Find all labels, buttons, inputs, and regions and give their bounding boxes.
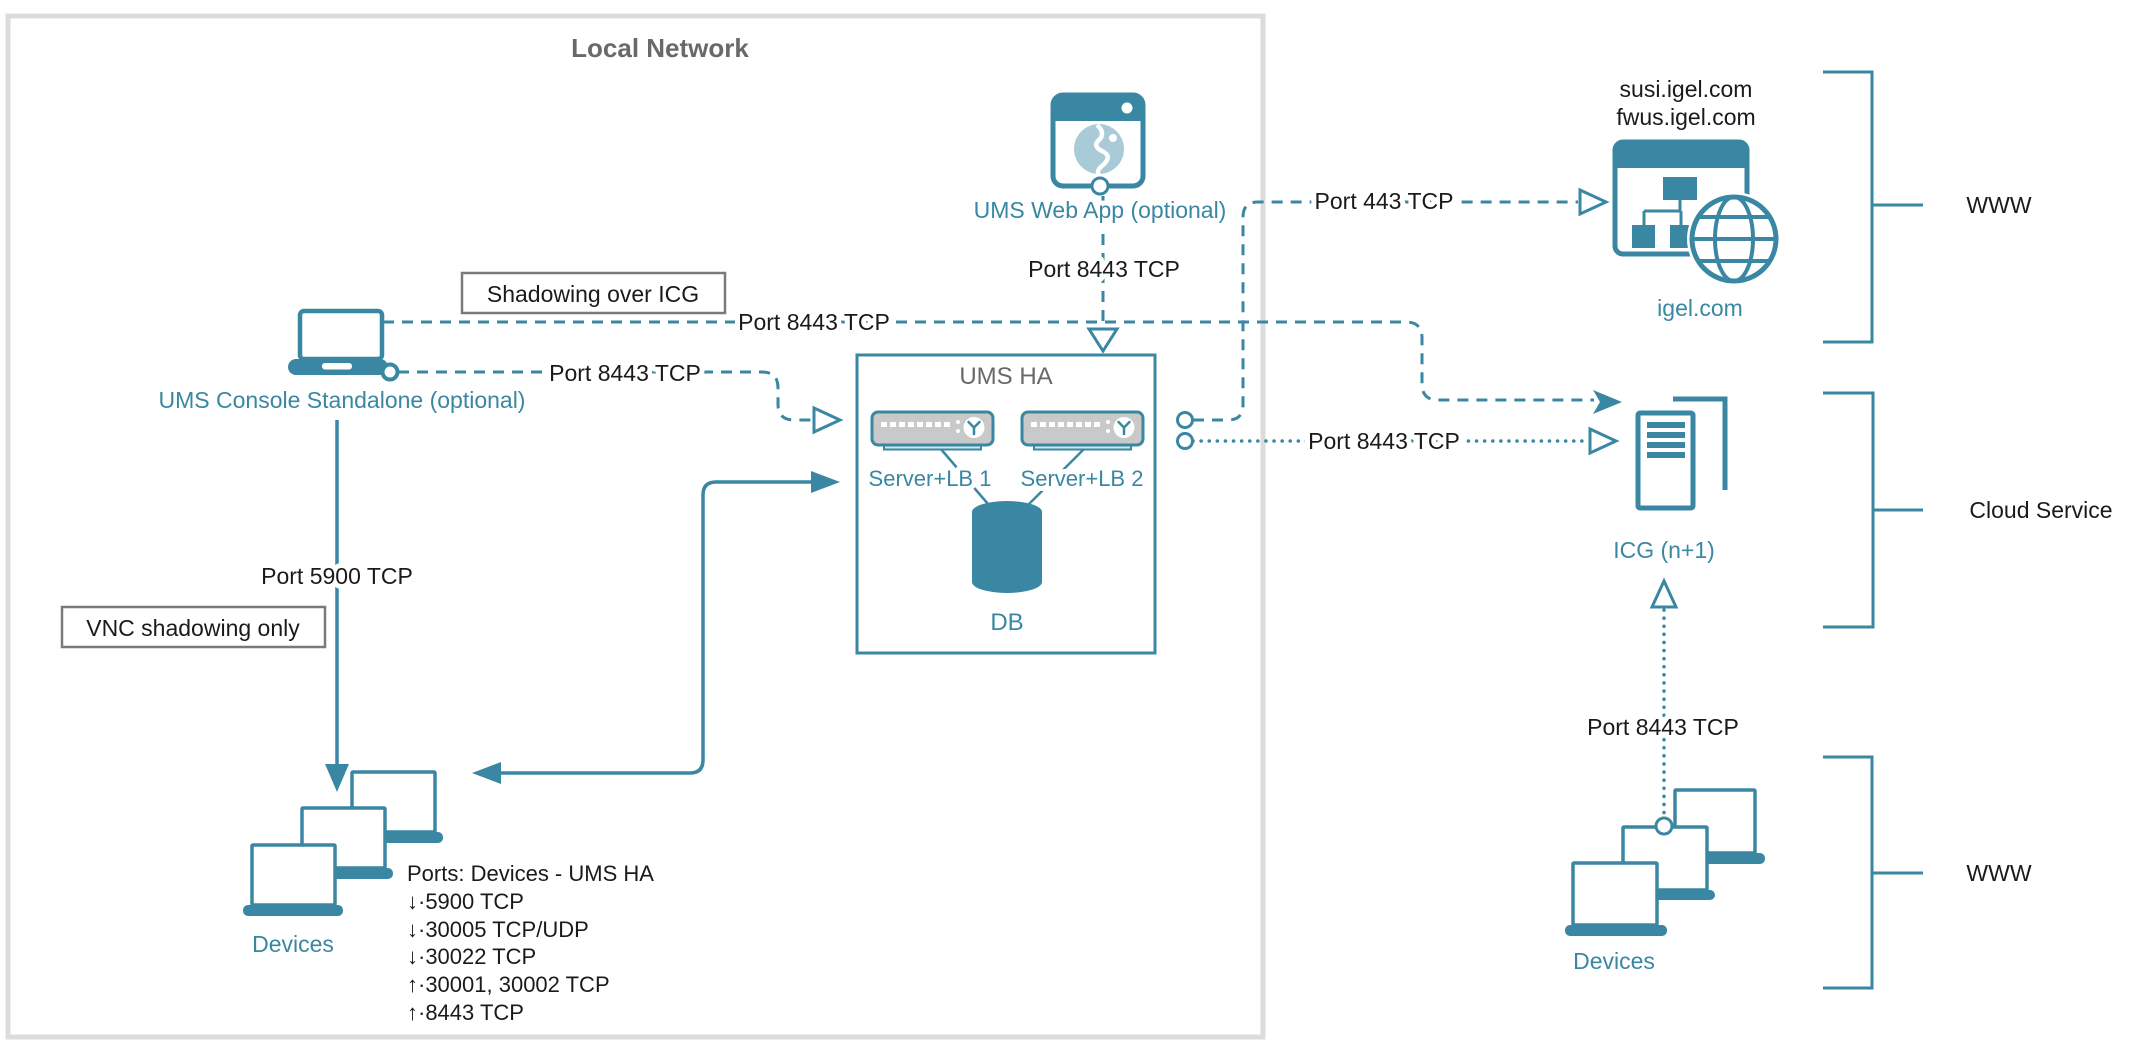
db-label: DB <box>990 609 1023 636</box>
edge-console-icg-port-label: Port 8443 TCP <box>738 309 890 335</box>
igel-com-icon <box>1612 139 1781 286</box>
ums-ha-title: UMS HA <box>959 363 1052 390</box>
shadowing-label-box <box>460 271 727 315</box>
igel-domain-susi: susi.igel.com <box>1620 76 1753 102</box>
ums-console-laptop-icon <box>288 308 400 382</box>
arrow-filled-down-devices <box>325 764 349 792</box>
vnc-label: VNC shadowing only <box>86 615 300 641</box>
ports-info-item: ↑·8443 TCP <box>407 1000 524 1025</box>
ports-info-item: ↓·30005 TCP/UDP <box>407 917 589 942</box>
server-body <box>870 410 995 447</box>
connector-circle <box>380 362 400 382</box>
edge-ums-igel-line <box>1193 200 1578 422</box>
arrow-open-up-icg <box>1649 577 1679 609</box>
edge-devices-ums-line <box>492 480 820 775</box>
devices-left-label: Devices <box>252 931 334 957</box>
connector-circle <box>1090 176 1110 196</box>
laptop-screen <box>250 843 337 907</box>
devices-left-icon <box>243 770 443 916</box>
edge-webapp-ums-port-label: Port 8443 TCP <box>1028 256 1180 282</box>
arrow-open-to-igel <box>1578 187 1610 217</box>
icg-label: ICG (n+1) <box>1613 537 1715 563</box>
local-network-title: Local Network <box>571 33 749 63</box>
ports-info-block: Ports: Devices - UMS HA ↓·5900 TCP ↓·300… <box>407 861 654 1025</box>
edge-devices-icg-port-label: Port 8443 TCP <box>1587 714 1739 740</box>
server-ticks <box>881 420 960 433</box>
vnc-label-box <box>60 605 327 649</box>
www-bottom-label: WWW <box>1966 860 2031 886</box>
server2-db-line <box>1028 447 1086 505</box>
www-bottom-bracket <box>1823 755 1923 990</box>
devices-right-label: Devices <box>1573 948 1655 974</box>
edge-console-ums-line <box>398 370 812 422</box>
laptop-base <box>1565 925 1667 936</box>
laptop-base <box>243 905 343 916</box>
server-lb2-label: Server+LB 2 <box>1021 466 1144 491</box>
laptop-screen <box>297 308 385 362</box>
www-top-label: WWW <box>1966 192 2031 218</box>
server-lb1-label: Server+LB 1 <box>869 466 992 491</box>
edge-ums-icg-port-label: Port 8443 TCP <box>1308 428 1460 454</box>
arrow-filled-right-ums <box>811 471 840 493</box>
browser-titlebar <box>1615 142 1747 168</box>
ums-web-app-label: UMS Web App (optional) <box>974 197 1227 223</box>
globe-continents <box>1109 134 1117 142</box>
connector-circle <box>1654 816 1674 836</box>
server-ticks <box>1031 420 1110 433</box>
laptop-screen <box>1571 861 1659 927</box>
browser-titlebar <box>1053 95 1143 121</box>
connector-circle <box>1176 432 1194 450</box>
arrow-filled-to-icg-icon <box>1593 390 1622 414</box>
server-lb2-icon <box>1020 410 1145 451</box>
connector-circle <box>1176 411 1194 429</box>
www-top-bracket <box>1823 70 1923 344</box>
ports-info-item: ↓·30022 TCP <box>407 944 536 969</box>
icg-icon <box>1635 396 1728 511</box>
devices-right-icon <box>1565 788 1765 936</box>
db-cylinder-icon <box>972 501 1042 593</box>
arrow-open-to-ums-icon <box>812 405 844 435</box>
cloud-service-label: Cloud Service <box>1969 497 2112 523</box>
ports-info-item: ↓·5900 TCP <box>407 889 524 914</box>
server1-db-line <box>939 447 989 505</box>
globe-continents <box>1093 123 1110 179</box>
ports-info-title: Ports: Devices - UMS HA <box>407 861 654 886</box>
icg-stack-bracket <box>1673 396 1728 490</box>
server-body <box>1020 410 1145 447</box>
ums-web-app-icon <box>1050 92 1146 196</box>
arrow-open-to-icg <box>1588 426 1620 456</box>
arrow-open-down-ums <box>1086 327 1120 354</box>
igel-com-label: igel.com <box>1657 295 1743 321</box>
shadowing-label: Shadowing over ICG <box>487 281 699 307</box>
edge-console-devices-port-label: Port 5900 TCP <box>261 563 413 589</box>
local-network-box <box>5 13 1266 1040</box>
edge-console-ums-port-label: Port 8443 TCP <box>549 360 701 386</box>
server-lb1-icon <box>870 410 995 451</box>
ports-info-item: ↑·30001, 30002 TCP <box>407 972 610 997</box>
icg-server-slots <box>1647 422 1685 458</box>
edge-ums-igel-port-label: Port 443 TCP <box>1315 188 1454 214</box>
ums-console-label: UMS Console Standalone (optional) <box>159 387 526 413</box>
arrow-filled-left-devices <box>472 762 501 784</box>
edge-console-icg-line <box>383 320 1594 402</box>
igel-domain-fwus: fwus.igel.com <box>1616 104 1755 130</box>
branch-icon <box>967 420 981 436</box>
branch-icon <box>1117 420 1131 436</box>
cloud-service-bracket <box>1823 391 1923 629</box>
laptop-notch <box>322 363 352 370</box>
globe-icon <box>1689 194 1779 284</box>
browser-dot <box>1121 102 1133 114</box>
